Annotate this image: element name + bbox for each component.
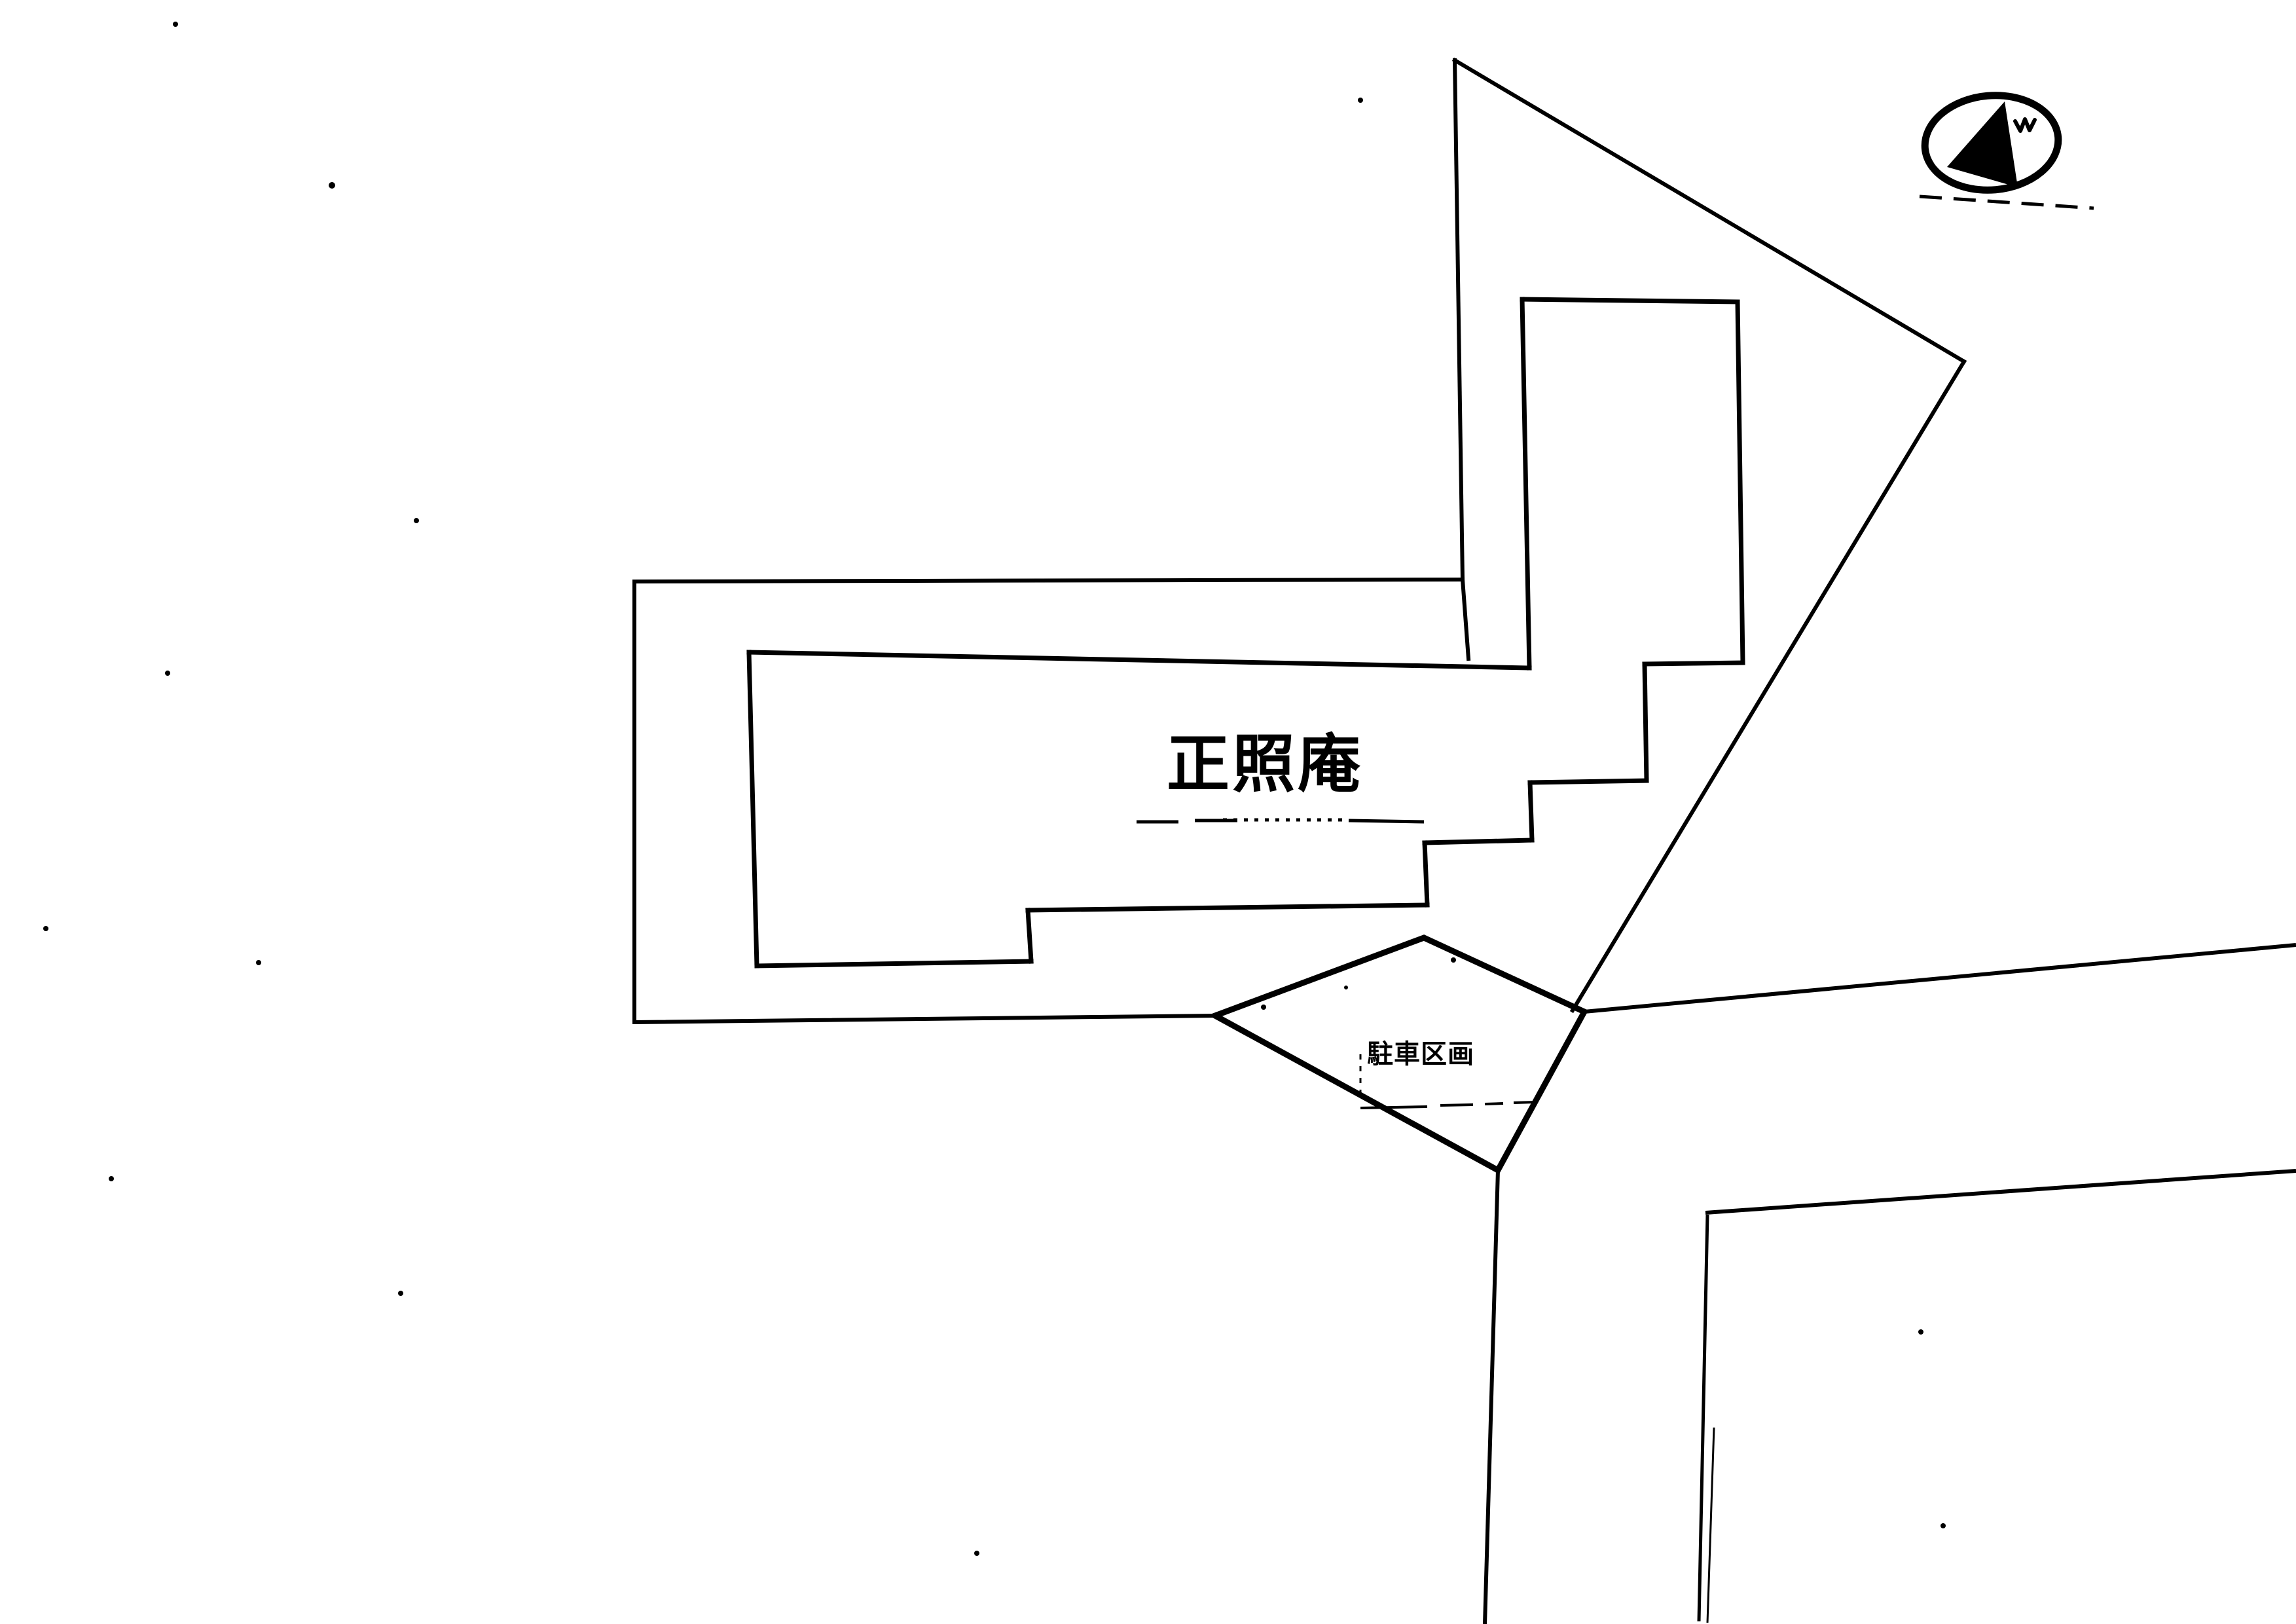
building-name-label: 正照庵 (1167, 728, 1363, 801)
north-arrow-baseline (1919, 194, 2094, 210)
scan-speck (1358, 98, 1363, 103)
building-step-riser-3 (1527, 780, 1535, 843)
building-step-riser-4 (1642, 661, 1649, 783)
building-name-underline (1137, 819, 1237, 824)
site-boundary-north-finger-east-return (1460, 577, 1471, 661)
site-boundary-group (632, 57, 1967, 1025)
building-north-wing-east-wall (1735, 299, 1745, 665)
scan-artifacts-group (43, 22, 1946, 1556)
scan-speck (974, 1551, 979, 1556)
building-name-underline-solid (1348, 819, 1425, 824)
building-step-tread-3 (1527, 778, 1649, 785)
labels-group: 正照庵 駐車区画 (1137, 728, 1536, 1109)
site-boundary-south-edge (632, 1013, 1217, 1025)
scan-speck (329, 182, 335, 189)
road-east-lower-kerb (1705, 1169, 2296, 1215)
roads-group (1483, 943, 2296, 1624)
scan-speck (1261, 1005, 1266, 1010)
north-arrow-needle-icon (1947, 101, 2018, 187)
scan-speck (173, 22, 178, 27)
road-south-west-kerb (1483, 1170, 1500, 1624)
site-boundary-north-east-diagonal (1451, 57, 1967, 365)
building-footprint-group (746, 297, 1745, 969)
north-arrow-tick-icon (2013, 117, 2037, 133)
scan-speck (414, 518, 419, 523)
building-step-tread-1 (1025, 902, 1430, 913)
scan-speck (1451, 957, 1456, 963)
scan-speck (398, 1291, 403, 1296)
scan-speck (1918, 1329, 1923, 1335)
road-block-corner-inner-trace (1706, 1427, 1715, 1623)
road-south-east-kerb (1697, 1214, 1709, 1622)
scan-speck (256, 960, 261, 965)
site-boundary-north-finger-west-edge (1452, 58, 1465, 582)
scan-speck (109, 1176, 114, 1181)
north-arrow-group (1919, 92, 2094, 210)
scan-speck (1941, 1523, 1946, 1528)
building-step-riser-1 (1025, 908, 1034, 964)
parking-area-label: 駐車区画 (1367, 1039, 1474, 1069)
scan-speck (1344, 986, 1348, 989)
building-main-north-wall (746, 650, 1532, 671)
road-east-upper-kerb (1584, 943, 2296, 1014)
building-main-west-wall (746, 650, 759, 969)
building-north-wing-west-wall (1520, 297, 1532, 671)
building-step-tread-2 (1422, 838, 1535, 845)
north-arrow-icon (1921, 92, 2062, 194)
building-north-wing-south-wall (1642, 660, 1745, 667)
scan-speck (43, 926, 48, 931)
building-step-riser-2 (1422, 840, 1430, 908)
parking-area-underline (1360, 1101, 1536, 1109)
site-boundary-south-east-diagonal (1569, 358, 1967, 1014)
building-north-wing-north-wall (1520, 297, 1740, 304)
scan-speck (165, 671, 170, 676)
site-boundary-north-finger-jog (632, 577, 1465, 584)
building-main-south-wall-west (754, 959, 1034, 969)
